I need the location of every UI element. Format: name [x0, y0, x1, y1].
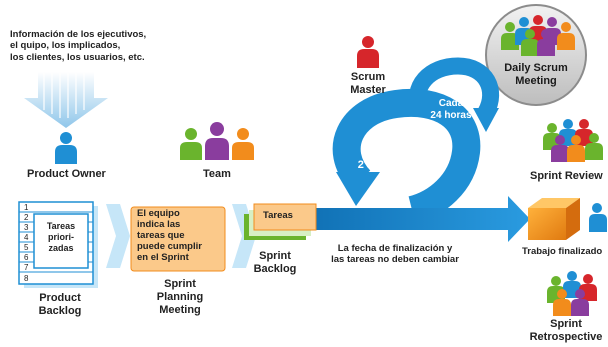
product-backlog-label: Product Backlog — [38, 292, 82, 318]
backlog-row-number: 8 — [24, 274, 29, 283]
team-people-icon — [180, 122, 254, 160]
backlog-row-number: 1 — [24, 203, 29, 212]
scrum-master-person-icon — [357, 36, 379, 68]
product-backlog-list — [18, 201, 98, 288]
team-label: Team — [203, 168, 231, 180]
sprint-cycle-arrow — [332, 89, 481, 224]
sprint-backlog-tasks-label: Tareas — [263, 210, 293, 221]
deadline-note: La fecha de finalización y las tareas no… — [331, 243, 459, 266]
stakeholder-input-text: Información de los ejecutivos, el quipo,… — [10, 29, 147, 63]
stakeholder-person-icon — [589, 203, 607, 232]
main-flow-arrow — [300, 196, 530, 242]
backlog-row-number: 5 — [24, 243, 29, 252]
daily-scrum-people-icon — [501, 15, 575, 56]
backlog-row-number: 4 — [24, 233, 29, 242]
finished-work-label: Trabajo finalizado — [522, 246, 603, 257]
backlog-row-number: 7 — [24, 263, 29, 272]
planning-note-text: El equipo indica las tareas que puede cu… — [137, 208, 202, 263]
sprint-review-people-icon — [543, 119, 603, 162]
prioritized-tasks-label: Tareas priori- zadas — [46, 221, 76, 253]
product-owner-label: Product Owner — [27, 168, 106, 180]
sprint-backlog-stack — [244, 203, 317, 240]
sprint-planning-label: Sprint Planning Meeting — [156, 278, 204, 317]
planning-note-card — [130, 206, 226, 272]
backlog-row-number: 6 — [24, 253, 29, 262]
daily-scrum-label: Daily Scrum Meeting — [504, 62, 568, 88]
retrospective-people-icon — [547, 271, 597, 316]
sprint-cycle-label: 2 a 4 semanas Sprint — [357, 159, 433, 186]
finished-work-box-icon — [528, 198, 580, 240]
sprint-backlog-label: Sprint Backlog — [253, 250, 297, 276]
scrum-master-label: Scrum Master — [350, 71, 386, 97]
product-owner-person-icon — [55, 132, 77, 164]
sprint-review-label: Sprint Review — [530, 170, 603, 182]
backlog-row-number: 3 — [24, 223, 29, 232]
daily-cycle-label: Cada 24 horas — [430, 98, 472, 121]
input-arrow — [24, 72, 108, 128]
sprint-retrospective-label: Sprint Retrospective — [529, 318, 603, 344]
backlog-row-number: 2 — [24, 213, 29, 222]
